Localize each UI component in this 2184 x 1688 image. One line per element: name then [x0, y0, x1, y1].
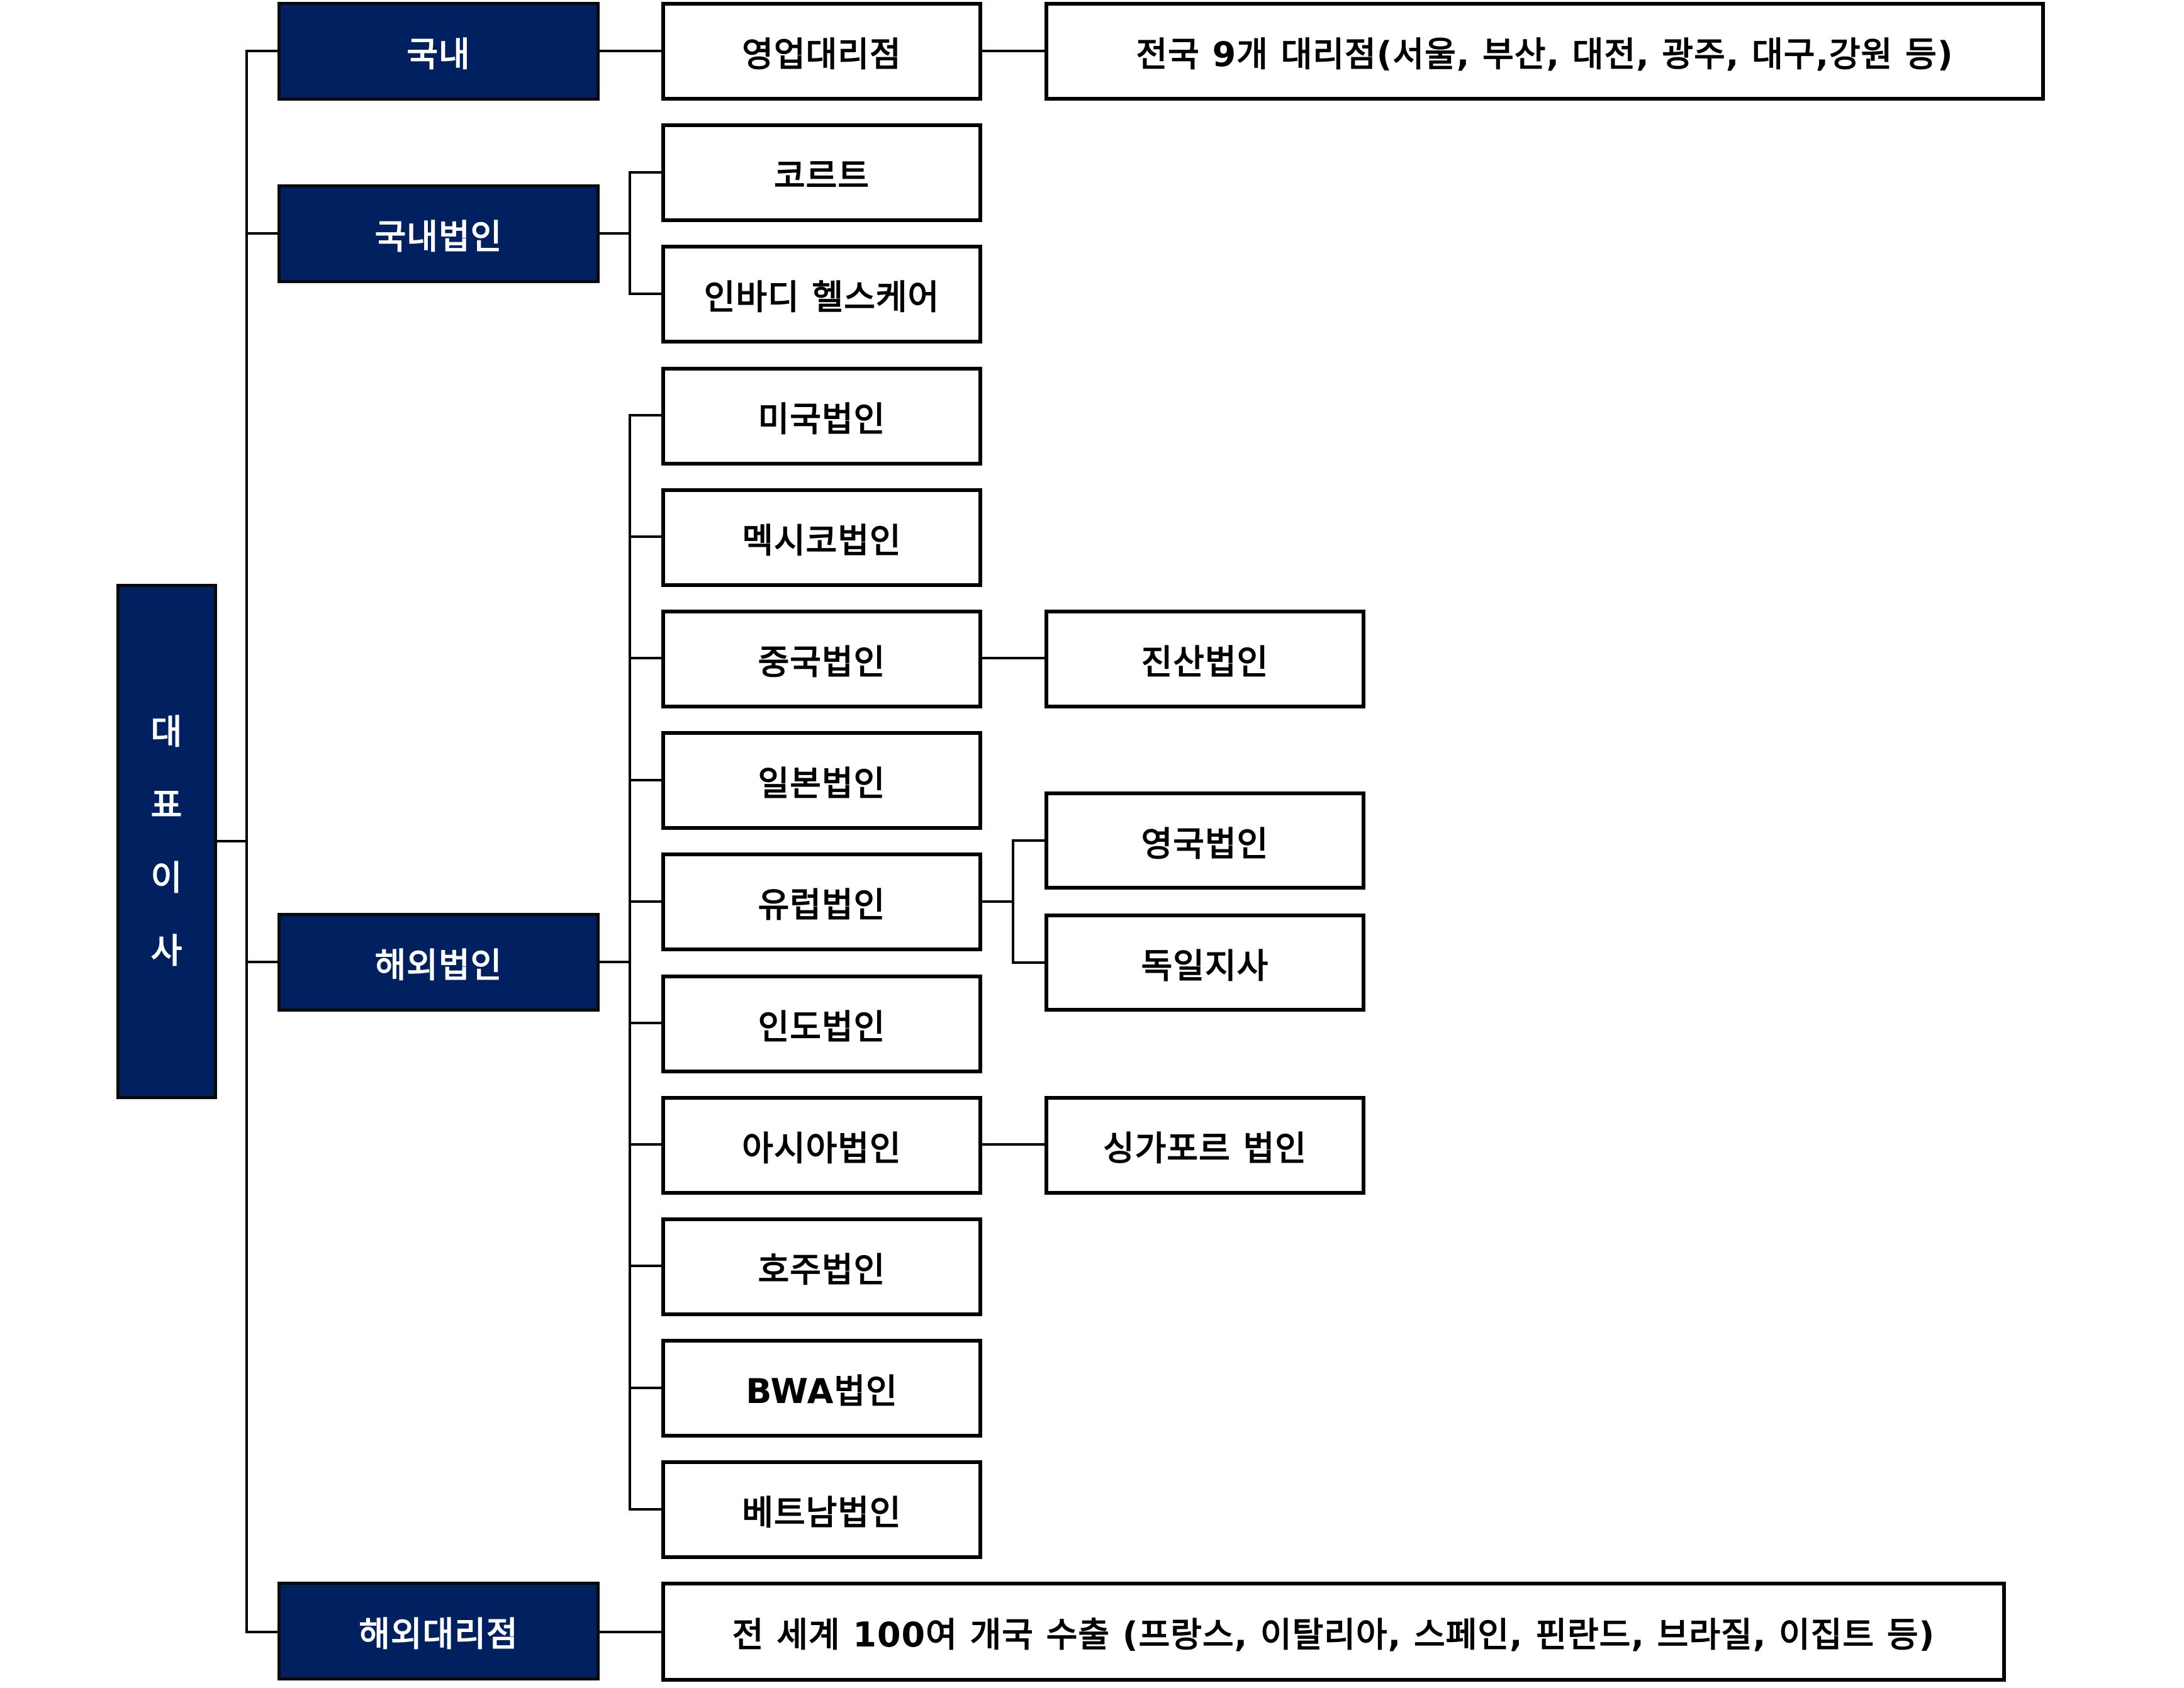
node-inbody-healthcare: 인바디 헬스케어 — [661, 245, 982, 344]
node-vietnam: 베트남법인 — [661, 1460, 982, 1559]
branch-domestic-corp — [629, 171, 631, 295]
ceo-char: 사 — [150, 931, 183, 971]
node-australia: 호주법인 — [661, 1217, 982, 1316]
connector-jinsan — [982, 657, 1044, 659]
connector-overseas-agency — [245, 1631, 278, 1633]
connector-domestic-corp-out — [600, 232, 631, 235]
node-label: 중국법인 — [758, 642, 886, 682]
node-overseas-agency: 해외대리점 — [277, 1582, 600, 1680]
node-china: 중국법인 — [661, 610, 982, 708]
node-label: 진산법인 — [1141, 642, 1269, 682]
node-asia: 아시아법인 — [661, 1096, 982, 1195]
connector-europe-out — [982, 900, 1014, 903]
node-usa: 미국법인 — [661, 367, 982, 466]
node-label: 영국법인 — [1141, 824, 1269, 864]
node-label: 베트남법인 — [742, 1493, 902, 1533]
trunk-line — [245, 50, 248, 1633]
node-label: 일본법인 — [758, 764, 886, 803]
node-label: 독일지사 — [1141, 946, 1269, 986]
connector-korte — [629, 171, 662, 174]
node-korte: 코르트 — [661, 123, 982, 222]
node-label: 인바디 헬스케어 — [703, 277, 940, 317]
connector-asia — [629, 1143, 662, 1146]
node-domestic-corp: 국내법인 — [277, 184, 600, 283]
connector-domestic-corp — [245, 232, 278, 235]
connector-germany — [1012, 961, 1044, 964]
node-domestic: 국내 — [277, 2, 600, 101]
node-bwa: BWA법인 — [661, 1339, 982, 1438]
connector-sales-agency — [600, 50, 662, 52]
node-germany: 독일지사 — [1044, 914, 1365, 1012]
node-india: 인도법인 — [661, 975, 982, 1073]
connector-uk — [1012, 839, 1044, 842]
connector-india — [629, 1022, 662, 1024]
node-mexico: 멕시코법인 — [661, 488, 982, 587]
node-label: 호주법인 — [758, 1250, 886, 1290]
connector-inbody — [629, 293, 662, 295]
connector-europe — [629, 900, 662, 903]
node-uk: 영국법인 — [1044, 791, 1365, 890]
node-label: 해외대리점 — [359, 1614, 518, 1654]
node-nationwide-agencies: 전국 9개 대리점(서울, 부산, 대전, 광주, 대구,강원 등) — [1044, 2, 2045, 101]
node-label: 코르트 — [773, 156, 870, 196]
node-label: 인도법인 — [758, 1007, 886, 1047]
branch-overseas-corp — [629, 414, 631, 1511]
node-label: 유럽법인 — [758, 885, 886, 925]
connector-usa — [629, 414, 662, 416]
node-jinsan: 진산법인 — [1044, 610, 1365, 708]
node-label: 국내 — [406, 35, 471, 74]
node-label: 아시아법인 — [742, 1129, 902, 1168]
connector-china — [629, 657, 662, 659]
connector-domestic — [245, 50, 278, 52]
node-label: BWA법인 — [746, 1372, 898, 1411]
node-singapore: 싱가포르 법인 — [1044, 1096, 1365, 1195]
node-label: 전 세계 100여 개국 수출 (프랑스, 이탈리아, 스페인, 핀란드, 브라… — [732, 1615, 1935, 1655]
ceo-char: 대 — [150, 712, 183, 752]
ceo-char: 이 — [150, 858, 183, 898]
connector-australia — [629, 1265, 662, 1267]
connector-overseas-corp-out — [600, 961, 631, 963]
connector-nationwide — [982, 50, 1044, 52]
connector-overseas-corp — [245, 961, 278, 963]
ceo-char: 표 — [150, 785, 183, 825]
connector-ceo — [217, 840, 248, 842]
node-label: 국내법인 — [374, 217, 503, 257]
node-label: 전국 9개 대리점(서울, 부산, 대전, 광주, 대구,강원 등) — [1136, 35, 1954, 74]
node-worldwide-export: 전 세계 100여 개국 수출 (프랑스, 이탈리아, 스페인, 핀란드, 브라… — [661, 1582, 2006, 1682]
node-label: 미국법인 — [758, 400, 886, 439]
node-japan: 일본법인 — [661, 731, 982, 830]
connector-export — [600, 1631, 662, 1633]
node-overseas-corp: 해외법인 — [277, 913, 600, 1012]
node-label: 영업대리점 — [742, 35, 902, 74]
node-label: 멕시코법인 — [742, 521, 902, 561]
node-label: 싱가포르 법인 — [1103, 1129, 1307, 1168]
node-europe: 유럽법인 — [661, 852, 982, 951]
node-sales-agency: 영업대리점 — [661, 2, 982, 101]
connector-bwa — [629, 1387, 662, 1389]
connector-singapore — [982, 1143, 1044, 1146]
connector-vietnam — [629, 1508, 662, 1511]
node-label: 해외법인 — [374, 946, 503, 985]
connector-mexico — [629, 535, 662, 538]
branch-europe — [1012, 839, 1014, 964]
ceo-box: 대 표 이 사 — [116, 584, 217, 1099]
connector-japan — [629, 779, 662, 781]
